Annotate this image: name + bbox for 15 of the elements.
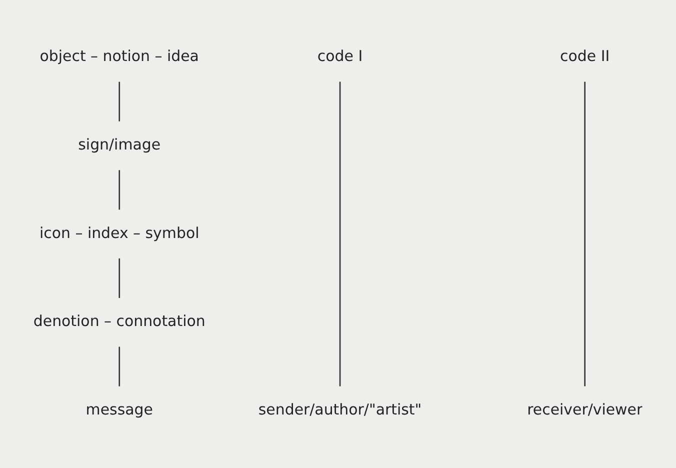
node-text: denotion – connotation (33, 312, 206, 330)
connector (118, 346, 120, 386)
node-text: sender/author/"artist" (258, 401, 422, 419)
node-text: sign/image (78, 136, 161, 154)
node-text: receiver/viewer (527, 401, 643, 419)
node-text: code II (560, 48, 610, 66)
connector (118, 258, 120, 298)
connector (584, 82, 586, 386)
node-text: object – notion – idea (40, 48, 199, 66)
connector (339, 82, 341, 386)
connector (118, 170, 120, 210)
node-text: icon – index – symbol (40, 224, 200, 242)
node-text: message (86, 401, 153, 419)
node-text: code I (317, 48, 363, 66)
connector (118, 82, 120, 122)
